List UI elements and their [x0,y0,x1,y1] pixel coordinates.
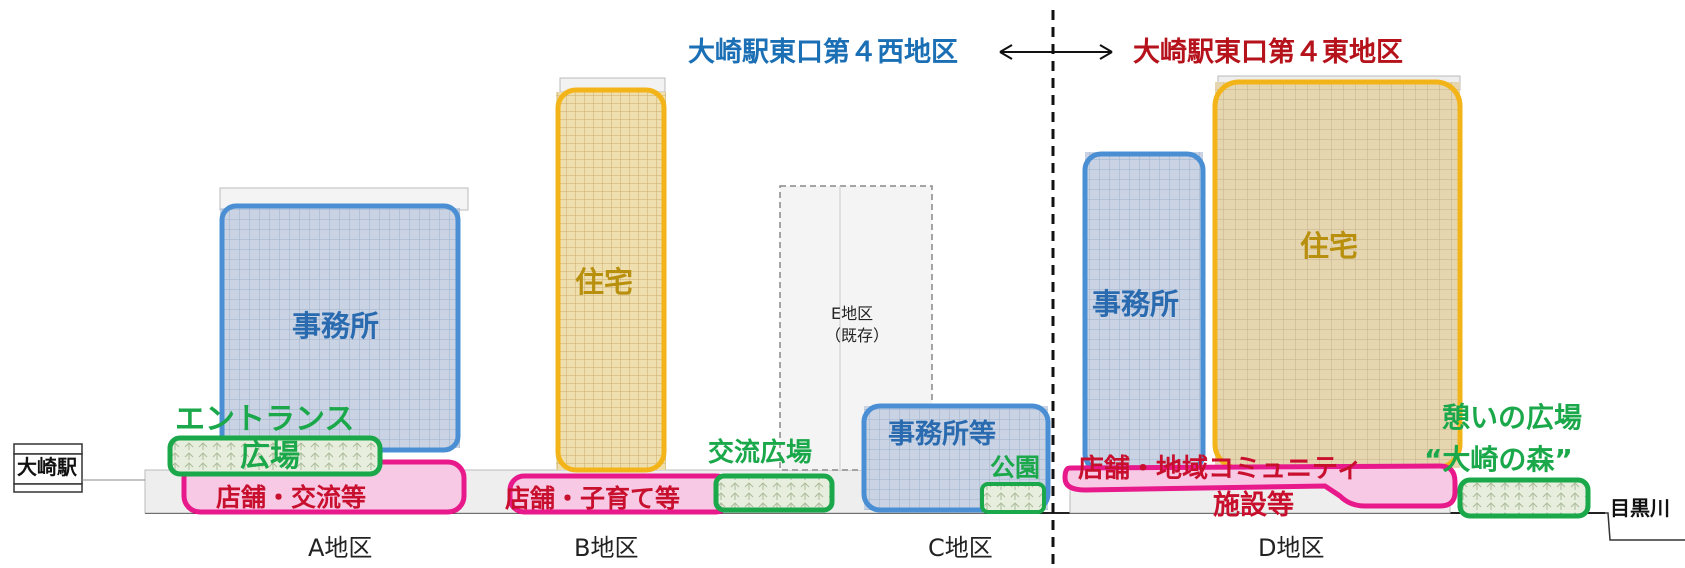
d-plaza-label-line1: 憩いの広場 [1442,401,1583,434]
district-d-label: D地区 [1258,534,1325,562]
e-district-label-line1: E地区 [831,304,874,323]
b-tower-body [556,92,666,470]
east-district-title: 大崎駅東口第４東地区 [1133,37,1403,68]
b-housing-zone [555,87,667,473]
a-plaza-label-line2: 広場 [240,439,300,474]
district-c-label: C地区 [928,534,993,562]
a-plaza-label-line1: エントランス [175,402,355,437]
c-office-zone [861,403,1051,513]
river-label: 目黒川 [1610,496,1670,520]
station-box-top [13,443,83,455]
district-a-label: A地区 [308,534,373,562]
d-plaza-zone [1457,477,1591,519]
station-box [13,453,83,485]
river-bank [1605,512,1685,541]
d-housing-label: 住宅 [1300,229,1359,263]
d-retail-label-line2: 施設等 [1213,490,1294,521]
exchange-plaza-zone [713,473,835,513]
e-district-label-line2: （既存） [825,326,890,345]
d-office-label: 事務所 [1092,287,1180,321]
b-housing-label: 住宅 [575,265,634,299]
park-zone [980,482,1046,514]
exchange-plaza-label: 交流広場 [708,438,813,468]
d-retail-zone [1062,463,1458,509]
d-office-body [1085,152,1203,470]
d-plaza-label-line2: “大崎の森” [1424,443,1573,476]
district-b-label: B地区 [574,534,639,562]
c-office-label: 事務所等 [888,419,996,450]
station-box-bottom [13,483,83,493]
a-office-label: 事務所 [292,309,380,343]
b-retail-label: 店舗・子育て等 [505,484,681,513]
station-label: 大崎駅 [17,455,77,479]
a-retail-label: 店舗・交流等 [216,483,367,512]
west-district-title: 大崎駅東口第４西地区 [688,37,958,68]
a-plaza-zone [167,435,383,477]
a-tower-body [220,208,460,448]
park-label: 公園 [990,453,1041,482]
d-housing-body [1215,82,1460,468]
d-retail-label-line1: 店舗・地域コミュニティ [1078,454,1363,484]
